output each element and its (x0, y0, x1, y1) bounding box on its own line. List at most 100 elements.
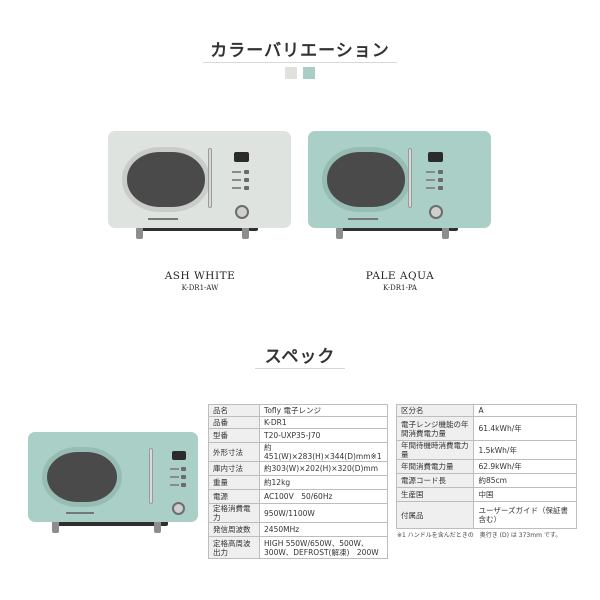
spec-row: 庫内寸法約303(W)×202(H)×320(D)mm (207, 461, 388, 476)
spec-label: 生産国 (395, 487, 475, 502)
spec-label: 年間消費電力量 (395, 459, 475, 474)
spec-row: 外形寸法約451(W)×283(H)×344(D)mm※1 (207, 442, 388, 462)
model-code-ash-white: K-DR1-AW (181, 284, 219, 292)
spec-label: 定格高周波出力 (207, 536, 261, 559)
model-code-pale-aqua: K-DR1-PA (383, 284, 417, 292)
spec-value: AC100V 50/60Hz (259, 489, 388, 504)
control-button (244, 178, 249, 182)
brand-logo (148, 218, 178, 220)
spec-label: 年間待機時消費電力量 (395, 440, 475, 460)
spec-row: 重量約12kg (207, 475, 388, 490)
microwave-image-pale-aqua (308, 131, 491, 246)
button-label (170, 484, 179, 486)
spec-value: 約303(W)×202(H)×320(D)mm (259, 461, 388, 476)
button-label (232, 171, 241, 173)
model-name-pale-aqua: PALE AQUA (365, 270, 435, 282)
spec-label: 発信周波数 (207, 522, 261, 537)
microwave-window (122, 147, 210, 212)
foot (242, 228, 249, 239)
control-button (244, 186, 249, 190)
brand-logo (66, 512, 94, 514)
display-panel (428, 152, 443, 162)
spec-label: 付属品 (395, 501, 475, 529)
display-panel (234, 152, 249, 162)
spec-label: 品名 (207, 404, 261, 417)
color-variation-title: カラーバリエーション (210, 41, 390, 61)
microwave-window (322, 147, 410, 212)
microwave-image-ash-white (108, 131, 291, 246)
brand-logo (348, 218, 378, 220)
spec-label: 庫内寸法 (207, 461, 261, 476)
spec-value: 約12kg (259, 475, 388, 490)
spec-label: 電源 (207, 489, 261, 504)
control-button (244, 170, 249, 174)
spec-label: 重量 (207, 475, 261, 490)
dimension-footnote: ※1 ハンドルを含んだときの 奥行き (D) は 373mm です。 (397, 532, 562, 539)
spec-value: 62.9kWh/年 (473, 459, 577, 474)
control-button (438, 170, 443, 174)
dial-knob (235, 205, 249, 219)
control-button (181, 467, 186, 471)
spec-value: 61.4kWh/年 (473, 416, 577, 441)
spec-row: 電源コード長約85cm (395, 473, 577, 488)
door-handle (208, 148, 212, 208)
door-handle (149, 448, 153, 504)
spec-value: 約85cm (473, 473, 577, 488)
spec-label: 定格消費電力 (207, 503, 261, 523)
foot (442, 228, 449, 239)
spec-value: 950W/1100W (259, 503, 388, 523)
button-label (170, 476, 179, 478)
button-label (426, 171, 435, 173)
title-underline (255, 368, 345, 369)
spec-label: 型番 (207, 428, 261, 443)
foot (52, 522, 59, 533)
product-image (28, 432, 198, 540)
spec-value: 1.5kWh/年 (473, 440, 577, 460)
control-button (181, 475, 186, 479)
button-label (170, 468, 179, 470)
spec-label: 区分名 (395, 404, 475, 417)
foot (336, 228, 343, 239)
spec-label: 品番 (207, 416, 261, 429)
spec-value: 約451(W)×283(H)×344(D)mm※1 (259, 442, 388, 462)
microwave-window (42, 447, 122, 507)
spec-label: 外形寸法 (207, 442, 261, 462)
microwave-base-shadow (56, 518, 168, 526)
spec-value: A (473, 404, 577, 417)
spec-row: 生産国中国 (395, 487, 577, 502)
foot (136, 228, 143, 239)
button-label (232, 179, 241, 181)
color-swatch-ash-white (285, 67, 297, 79)
dial-knob (172, 502, 185, 515)
spec-value: 2450MHz (259, 522, 388, 537)
control-button (438, 178, 443, 182)
button-label (426, 179, 435, 181)
control-button (181, 483, 186, 487)
model-name-ash-white: ASH WHITE (164, 270, 236, 282)
spec-value: 中国 (473, 487, 577, 502)
spec-row: 付属品ユーザーズガイド（保証書含む） (395, 501, 577, 529)
spec-value: Tofly 電子レンジ (259, 404, 388, 417)
foot (154, 522, 161, 533)
spec-value: T20-UXP35-J70 (259, 428, 388, 443)
door-handle (408, 148, 412, 208)
dial-knob (429, 205, 443, 219)
spec-value: HIGH 550W/650W、500W、300W、DEFROST(解凍) 200… (259, 536, 388, 559)
color-swatch-pale-aqua (303, 67, 315, 79)
spec-value: K-DR1 (259, 416, 388, 429)
button-label (426, 187, 435, 189)
spec-label: 電子レンジ機能の年間消費電力量 (395, 416, 475, 441)
